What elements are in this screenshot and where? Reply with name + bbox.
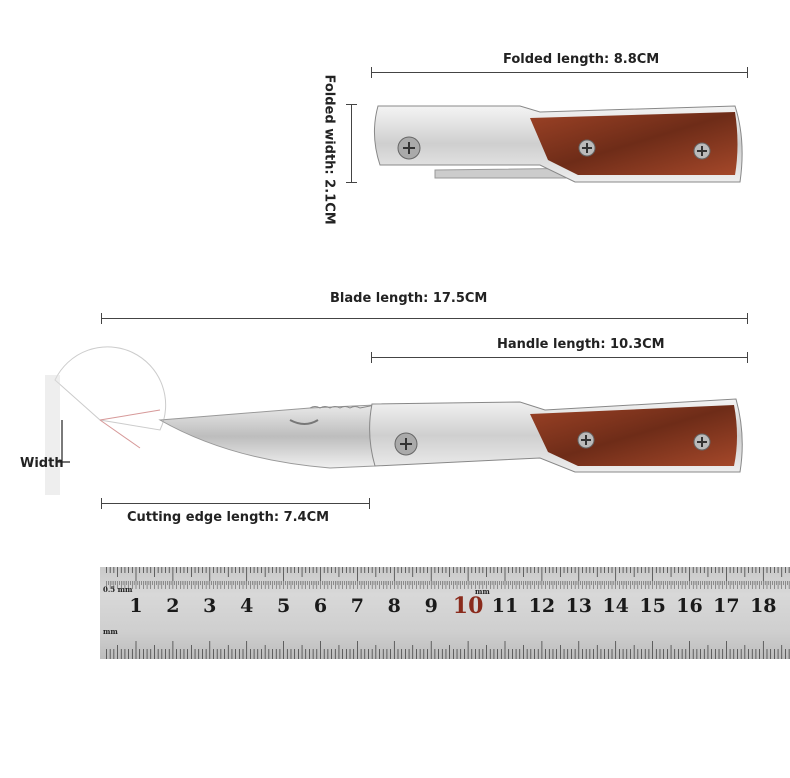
blade-length-dimension: [101, 313, 748, 324]
ruler-number-13: 13: [565, 595, 593, 617]
width-label: Width: [20, 456, 64, 471]
ruler-number-12: 12: [528, 595, 556, 617]
ruler-number-16: 16: [676, 595, 703, 617]
folded-length-dimension: [371, 67, 748, 78]
handle-length-dimension: [371, 352, 748, 363]
open-knife: [158, 398, 743, 473]
ruler-number-2: 2: [166, 595, 180, 617]
ruler-number-11: 11: [491, 595, 519, 617]
cutting-edge-dimension: [101, 498, 370, 509]
ruler-number-10: 10: [452, 593, 484, 619]
folded-width-dimension: [346, 104, 357, 183]
ruler-number-3: 3: [203, 595, 217, 617]
ruler-number-5: 5: [276, 595, 291, 617]
ruler-unit-mid: mm: [475, 587, 490, 596]
ruler-unit-top: 0.5 mm: [103, 585, 133, 594]
folded-length-label: Folded length: 8.8CM: [503, 52, 660, 67]
ruler-number-1: 1: [129, 595, 143, 617]
ruler-ticks: [106, 567, 790, 659]
cutting-edge-label: Cutting edge length: 7.4CM: [127, 510, 330, 525]
blade-length-label: Blade length: 17.5CM: [330, 291, 488, 306]
ruler-number-15: 15: [639, 595, 666, 617]
ruler-unit-bottom: mm: [103, 627, 118, 636]
ruler-number-17: 17: [713, 595, 740, 617]
folded-knife: [374, 105, 743, 183]
ruler-number-18: 18: [750, 595, 777, 617]
ruler-number-6: 6: [313, 595, 328, 617]
ruler-number-14: 14: [602, 595, 629, 617]
protractor: [54, 346, 167, 449]
ruler-number-4: 4: [240, 595, 254, 617]
ruler-number-7: 7: [350, 595, 365, 617]
ruler-number-8: 8: [387, 595, 401, 617]
width-marker: [45, 375, 60, 495]
handle-length-label: Handle length: 10.3CM: [497, 337, 665, 352]
ruler-number-9: 9: [424, 595, 438, 617]
